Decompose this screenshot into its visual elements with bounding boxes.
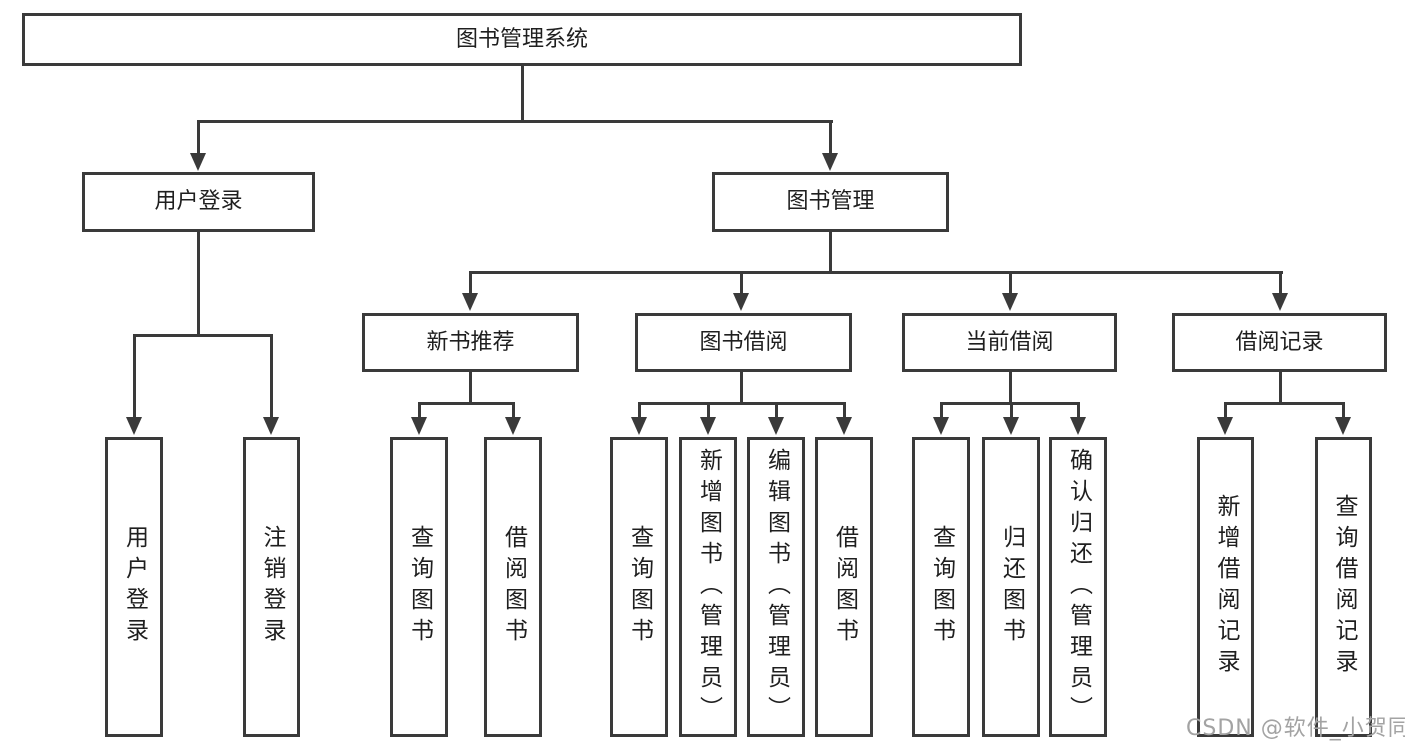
node-label: 图书管理: [786, 189, 875, 214]
arrow-down-icon: [1070, 417, 1086, 435]
connector-line: [133, 334, 273, 337]
leaf-borrow-books-recommend: 借阅图书: [484, 437, 542, 737]
connector-line: [418, 402, 515, 405]
connector-line: [197, 120, 833, 123]
connector-line: [469, 372, 472, 405]
leaf-return-books: 归还图书: [982, 437, 1040, 737]
connector-line: [1279, 271, 1282, 295]
arrow-down-icon: [631, 417, 647, 435]
arrow-down-icon: [263, 417, 279, 435]
node-new-book-recommend: 新书推荐: [362, 313, 579, 372]
arrow-down-icon: [733, 293, 749, 311]
connector-line: [638, 402, 641, 419]
connector-line: [197, 232, 200, 336]
node-book-management: 图书管理: [712, 172, 949, 232]
leaf-logout: 注销登录: [243, 437, 300, 737]
arrow-down-icon: [822, 153, 838, 171]
connector-line: [638, 402, 846, 405]
connector-line: [707, 402, 710, 419]
node-label: 查询借阅记录: [1331, 494, 1357, 680]
connector-line: [1279, 372, 1282, 405]
connector-line: [133, 334, 136, 419]
node-library-management-system: 图书管理系统: [22, 13, 1022, 66]
arrow-down-icon: [933, 417, 949, 435]
node-current-borrowing: 当前借阅: [902, 313, 1117, 372]
connector-line: [197, 120, 200, 155]
arrow-down-icon: [1002, 293, 1018, 311]
node-label: 当前借阅: [965, 329, 1054, 355]
arrow-down-icon: [1217, 417, 1233, 435]
node-label: 借阅图书: [500, 525, 527, 649]
arrow-down-icon: [126, 417, 142, 435]
arrow-down-icon: [1003, 417, 1019, 435]
leaf-query-books-borrowing: 查询图书: [610, 437, 668, 737]
node-label: 图书借阅: [699, 329, 788, 355]
connector-line: [740, 372, 743, 405]
leaf-user-login: 用户登录: [105, 437, 163, 737]
leaf-query-books-recommend: 查询图书: [390, 437, 448, 737]
node-label: 注销登录: [259, 525, 285, 649]
node-label: 归还图书: [998, 525, 1025, 649]
leaf-edit-books-admin: 编辑图书（管理员）: [747, 437, 805, 737]
connector-line: [940, 402, 943, 419]
node-label: 借阅记录: [1235, 329, 1324, 355]
node-user-login: 用户登录: [82, 172, 315, 232]
arrow-down-icon: [700, 417, 716, 435]
arrow-down-icon: [768, 417, 784, 435]
connector-line: [1009, 271, 1012, 295]
connector-line: [1342, 402, 1345, 419]
leaf-borrow-books: 借阅图书: [815, 437, 873, 737]
arrow-down-icon: [1272, 293, 1288, 311]
connector-line: [270, 334, 273, 419]
connector-line: [740, 271, 743, 295]
node-label: 借阅图书: [831, 525, 858, 649]
connector-line: [469, 271, 472, 295]
node-label: 确认归还（管理员）: [1065, 447, 1092, 727]
connector-line: [469, 271, 1283, 274]
connector-line: [829, 232, 832, 273]
connector-line: [512, 402, 515, 419]
node-label: 新增图书（管理员）: [695, 447, 722, 727]
arrow-down-icon: [462, 293, 478, 311]
leaf-confirm-return-admin: 确认归还（管理员）: [1049, 437, 1107, 737]
node-label: 用户登录: [154, 189, 243, 214]
connector-line: [1077, 402, 1080, 419]
node-borrowing-records: 借阅记录: [1172, 313, 1387, 372]
connector-line: [418, 402, 421, 419]
leaf-add-books-admin: 新增图书（管理员）: [679, 437, 737, 737]
node-label: 新书推荐: [426, 329, 515, 355]
node-label: 图书管理系统: [455, 26, 588, 52]
arrow-down-icon: [190, 153, 206, 171]
node-label: 查询图书: [928, 525, 955, 649]
node-label: 用户登录: [121, 525, 148, 649]
arrow-down-icon: [505, 417, 521, 435]
connector-line: [1009, 372, 1012, 405]
arrow-down-icon: [836, 417, 852, 435]
connector-line: [775, 402, 778, 419]
leaf-add-borrow-record: 新增借阅记录: [1197, 437, 1254, 737]
node-book-borrowing: 图书借阅: [635, 313, 852, 372]
connector-line: [1010, 402, 1013, 419]
node-label: 查询图书: [406, 525, 433, 649]
arrow-down-icon: [411, 417, 427, 435]
leaf-query-borrow-record: 查询借阅记录: [1315, 437, 1372, 737]
watermark: CSDN @软件_小贺同学: [1186, 716, 1405, 741]
connector-line: [521, 66, 524, 120]
leaf-query-books-current: 查询图书: [912, 437, 970, 737]
node-label: 新增借阅记录: [1213, 494, 1239, 680]
connector-line: [843, 402, 846, 419]
connector-line: [1224, 402, 1227, 419]
node-label: 查询图书: [626, 525, 653, 649]
arrow-down-icon: [1335, 417, 1351, 435]
node-label: 编辑图书（管理员）: [763, 447, 790, 727]
connector-line: [829, 120, 832, 155]
connector-line: [1224, 402, 1345, 405]
